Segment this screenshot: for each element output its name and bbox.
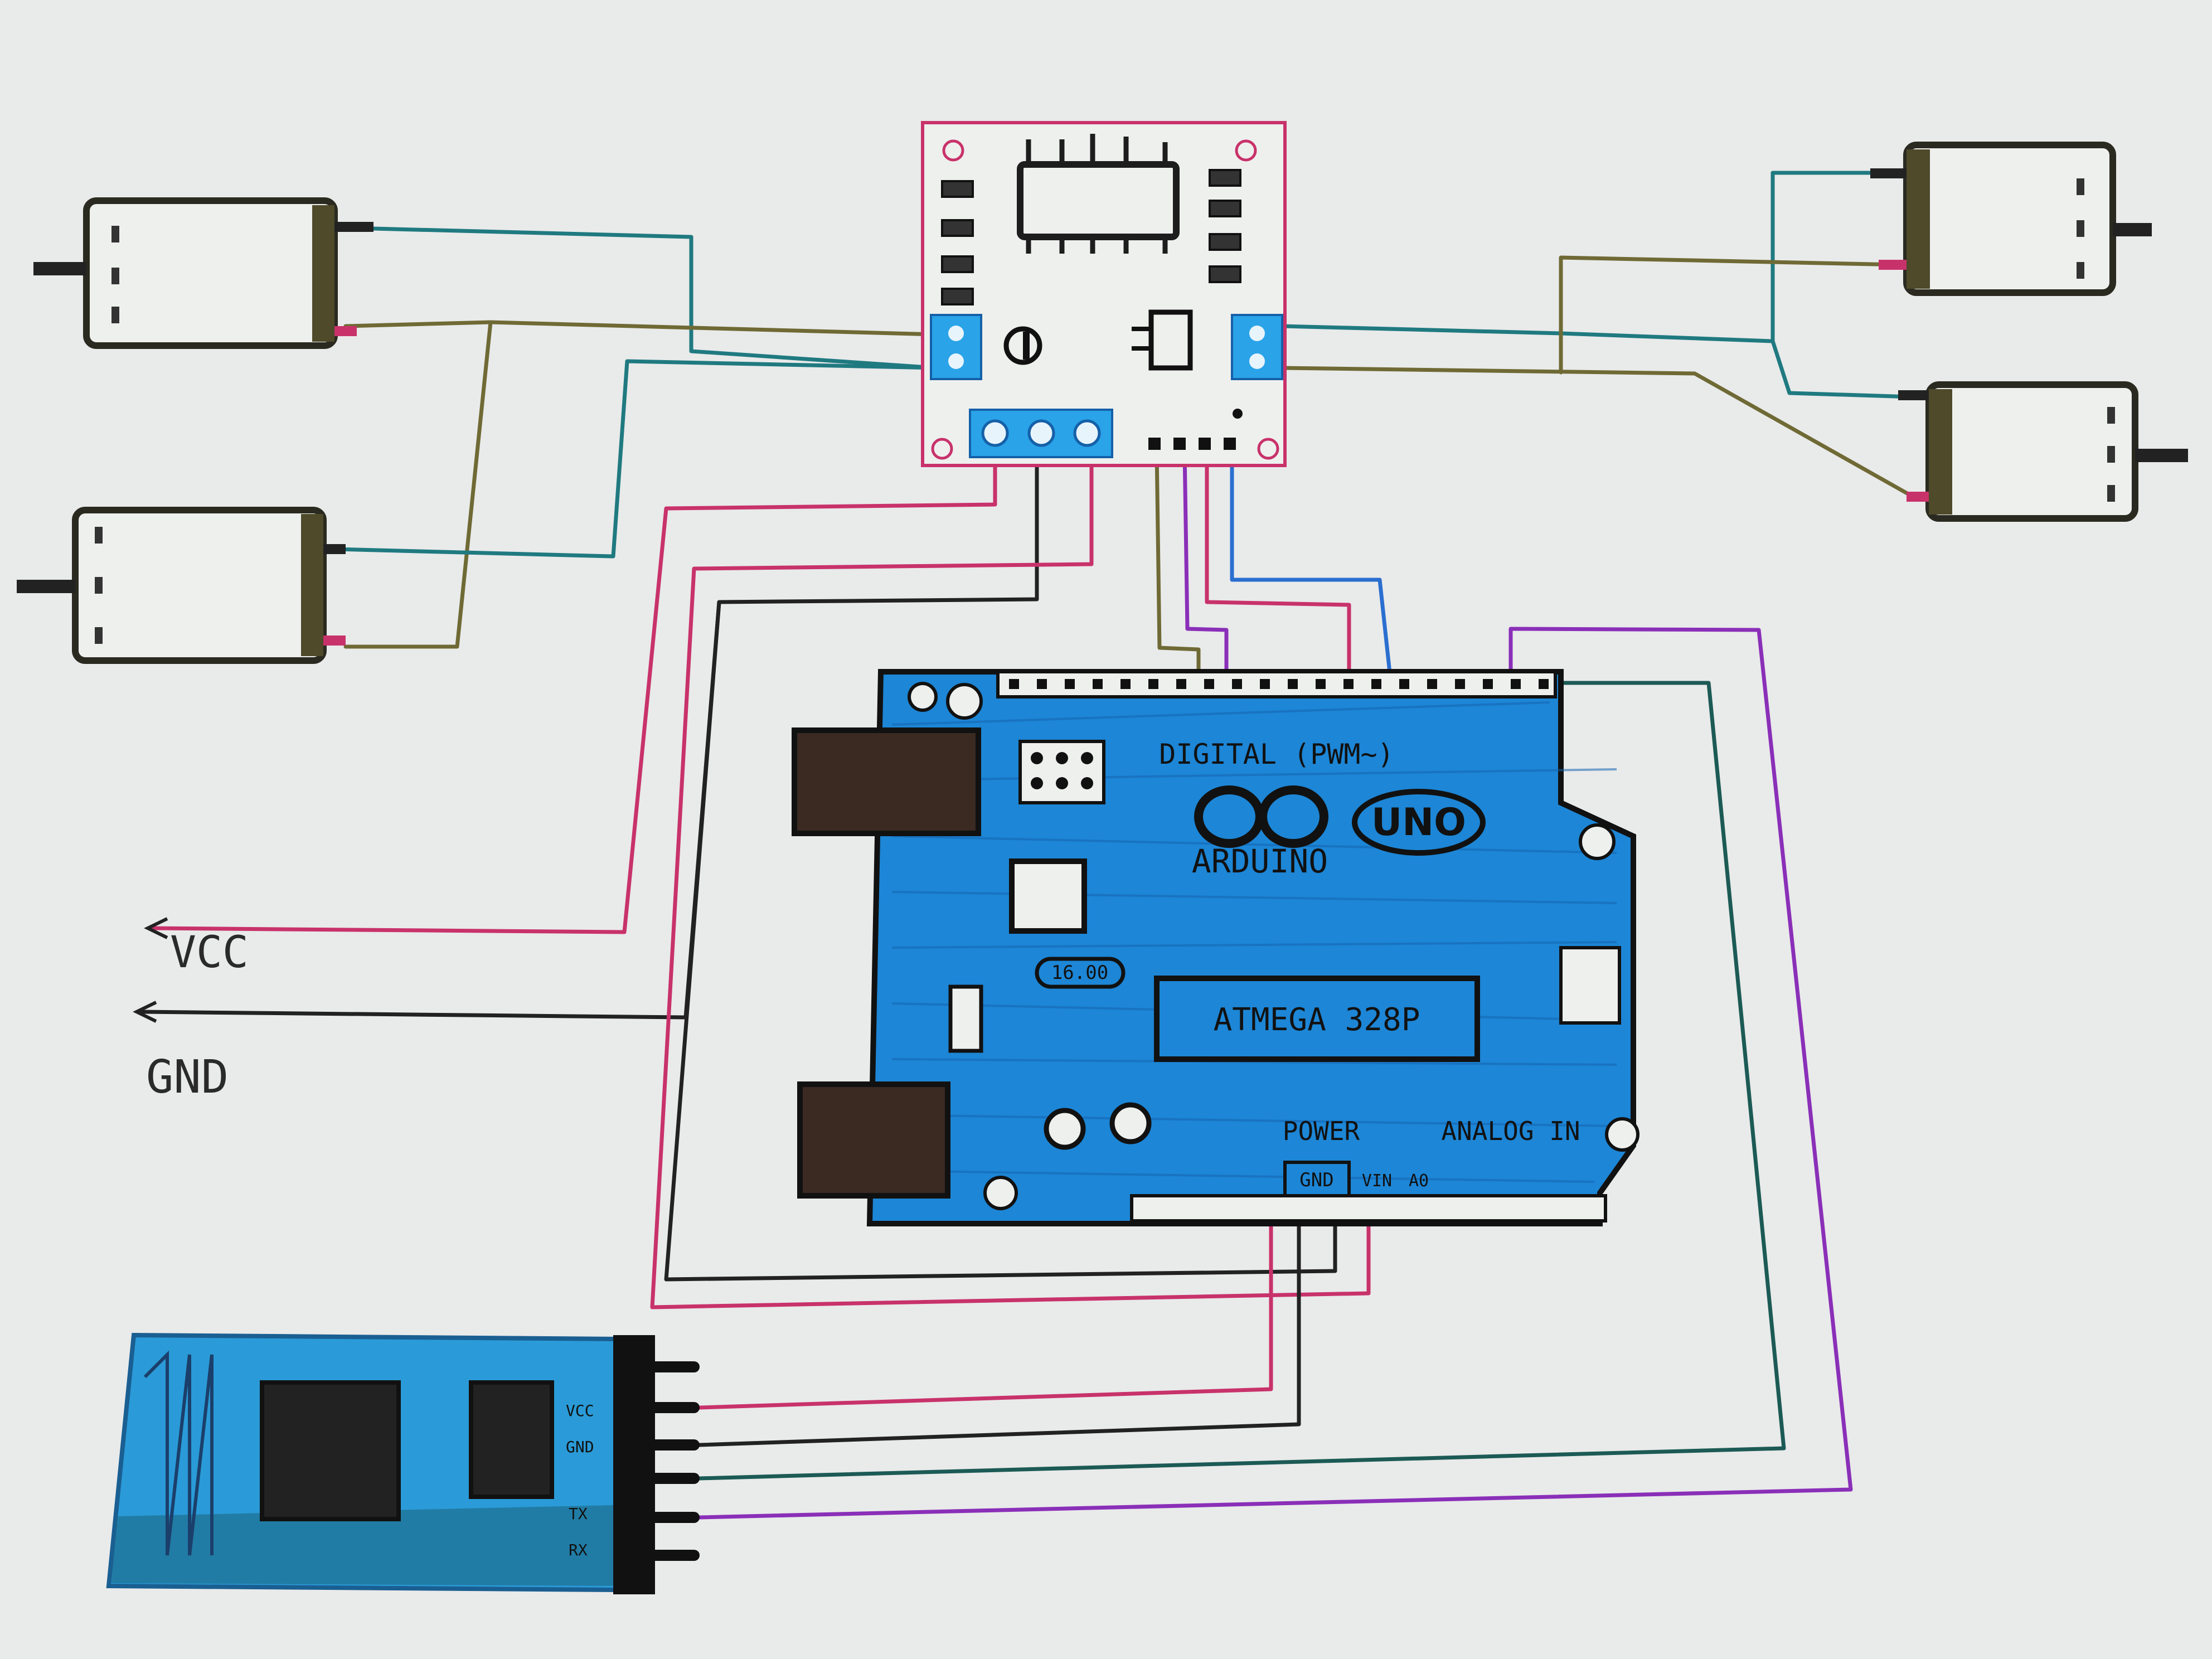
bt-pin-gnd: GND bbox=[566, 1438, 594, 1456]
crystal-label: 16.00 bbox=[1051, 962, 1108, 984]
digital-header bbox=[996, 670, 1557, 698]
bt-pin-rx: RX bbox=[569, 1541, 588, 1559]
wire-darkgreen-tx bbox=[697, 681, 1786, 1481]
atmega-chip bbox=[1154, 976, 1480, 1062]
motor-top-left: motor bbox=[33, 197, 373, 349]
bt-flash-chip bbox=[469, 1380, 554, 1499]
motor-bottom-right bbox=[1898, 381, 2188, 522]
driver-ic bbox=[1017, 161, 1180, 240]
wire-black-gnd-2 bbox=[664, 600, 1337, 1282]
arduino-uno-board: 16.00 ATMEGA 328P ARDUINO UNO DIGITAL (P… bbox=[792, 669, 1639, 1226]
arduino-infinity-icon bbox=[1194, 785, 1328, 848]
vcc-label: VCC bbox=[170, 928, 249, 978]
bt-pin-tx: TX bbox=[569, 1505, 588, 1523]
wire-olive-in1 bbox=[1154, 449, 1201, 685]
usb-connector bbox=[792, 727, 981, 836]
vin-pin-label: VIN bbox=[1362, 1171, 1392, 1191]
gnd-pin-label: GND bbox=[1299, 1169, 1333, 1191]
wire-purple-in2 bbox=[1182, 449, 1229, 685]
bluetooth-module: VCC GND TX RX bbox=[106, 1332, 700, 1594]
wire-teal-right-2 bbox=[1770, 339, 1914, 399]
wire-olive-right-1 bbox=[1280, 366, 1914, 498]
wire-olive-right-2 bbox=[1559, 255, 1903, 375]
digital-pwm-label: DIGITAL (PWM~) bbox=[1159, 738, 1394, 770]
wire-olive-motor2 bbox=[343, 320, 493, 649]
wire-pink-vcc bbox=[148, 455, 997, 934]
wire-pink-bt-vcc bbox=[697, 1210, 1273, 1410]
power-labels: VCC GND bbox=[133, 917, 249, 1104]
power-label: POWER bbox=[1283, 1116, 1360, 1146]
terminal-left bbox=[930, 314, 982, 380]
bt-pin-vcc: VCC bbox=[566, 1401, 594, 1420]
wire-black-bt-gnd bbox=[697, 1216, 1301, 1447]
uno-label: UNO bbox=[1371, 801, 1466, 845]
atmega-label: ATMEGA 328P bbox=[1214, 1002, 1420, 1038]
analog-in-label: ANALOG IN bbox=[1441, 1116, 1580, 1146]
power-analog-header bbox=[1130, 1194, 1607, 1223]
wire-teal-motor2 bbox=[332, 359, 939, 559]
wire-pink-in3 bbox=[1205, 449, 1351, 685]
power-jack bbox=[797, 1081, 950, 1199]
wire-pink-5v bbox=[650, 455, 1371, 1309]
arduino-brand: ARDUINO bbox=[1192, 842, 1328, 880]
wire-teal-motor1 bbox=[371, 226, 939, 370]
wires bbox=[137, 171, 1914, 1520]
bt-main-chip bbox=[260, 1380, 401, 1521]
wire-blue-in4 bbox=[1230, 449, 1393, 685]
gnd-label: GND bbox=[146, 1051, 229, 1104]
a0-pin-label: A0 bbox=[1409, 1171, 1429, 1191]
antenna-trace bbox=[143, 1350, 214, 1556]
motor-driver-module bbox=[921, 121, 1287, 467]
motor-bottom-left bbox=[17, 507, 346, 664]
terminal-right bbox=[1231, 314, 1283, 380]
wire-purple-rx bbox=[697, 627, 1853, 1520]
motor-top-right bbox=[1870, 142, 2152, 296]
